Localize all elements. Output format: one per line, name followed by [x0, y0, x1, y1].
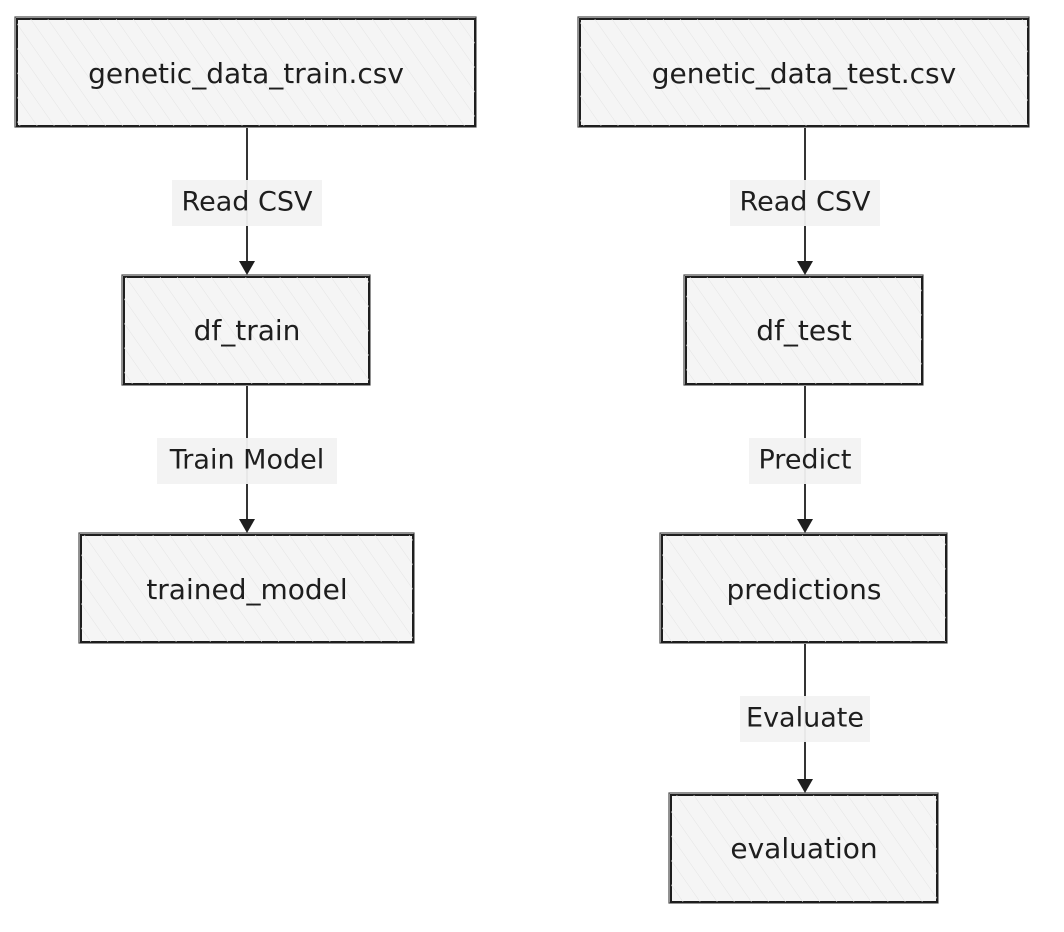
edge-label-read-csv-train: Read CSV	[182, 187, 313, 218]
edge-label-background	[740, 696, 870, 742]
edge-evaluate: Evaluate	[740, 644, 870, 793]
edge-read-csv-test: Read CSV	[730, 128, 880, 275]
edge-label-read-csv-test: Read CSV	[740, 187, 871, 218]
edge-read-csv-train: Read CSV	[172, 128, 322, 275]
node-evaluation: evaluation	[668, 792, 939, 904]
arrowhead-icon	[239, 261, 255, 275]
edge-label-predict: Predict	[759, 445, 852, 476]
edge-label-evaluate: Evaluate	[746, 703, 864, 734]
node-test-csv: genetic_data_test.csv	[577, 16, 1030, 128]
edge-label-background	[172, 180, 322, 226]
node-trained-model: trained_model	[78, 532, 415, 644]
node-label: df_test	[756, 314, 851, 347]
edge-label-background	[730, 180, 880, 226]
arrowhead-icon	[797, 779, 813, 793]
node-predictions: predictions	[659, 532, 948, 644]
arrowhead-icon	[797, 519, 813, 533]
edge-label-background	[157, 438, 337, 484]
edge-label-background	[749, 438, 861, 484]
arrowhead-icon	[797, 261, 813, 275]
node-label: trained_model	[146, 573, 347, 606]
node-label: evaluation	[730, 832, 877, 865]
edge-train-model: Train Model	[157, 386, 337, 533]
node-label: df_train	[194, 314, 301, 347]
node-label: predictions	[726, 573, 881, 606]
node-df-train: df_train	[121, 274, 371, 386]
node-df-test: df_test	[683, 274, 924, 386]
node-label: genetic_data_test.csv	[652, 57, 956, 90]
node-train-csv: genetic_data_train.csv	[14, 16, 477, 128]
arrowhead-icon	[239, 519, 255, 533]
edge-label-train-model: Train Model	[169, 445, 324, 476]
node-label: genetic_data_train.csv	[88, 57, 404, 90]
edge-predict: Predict	[749, 386, 861, 533]
